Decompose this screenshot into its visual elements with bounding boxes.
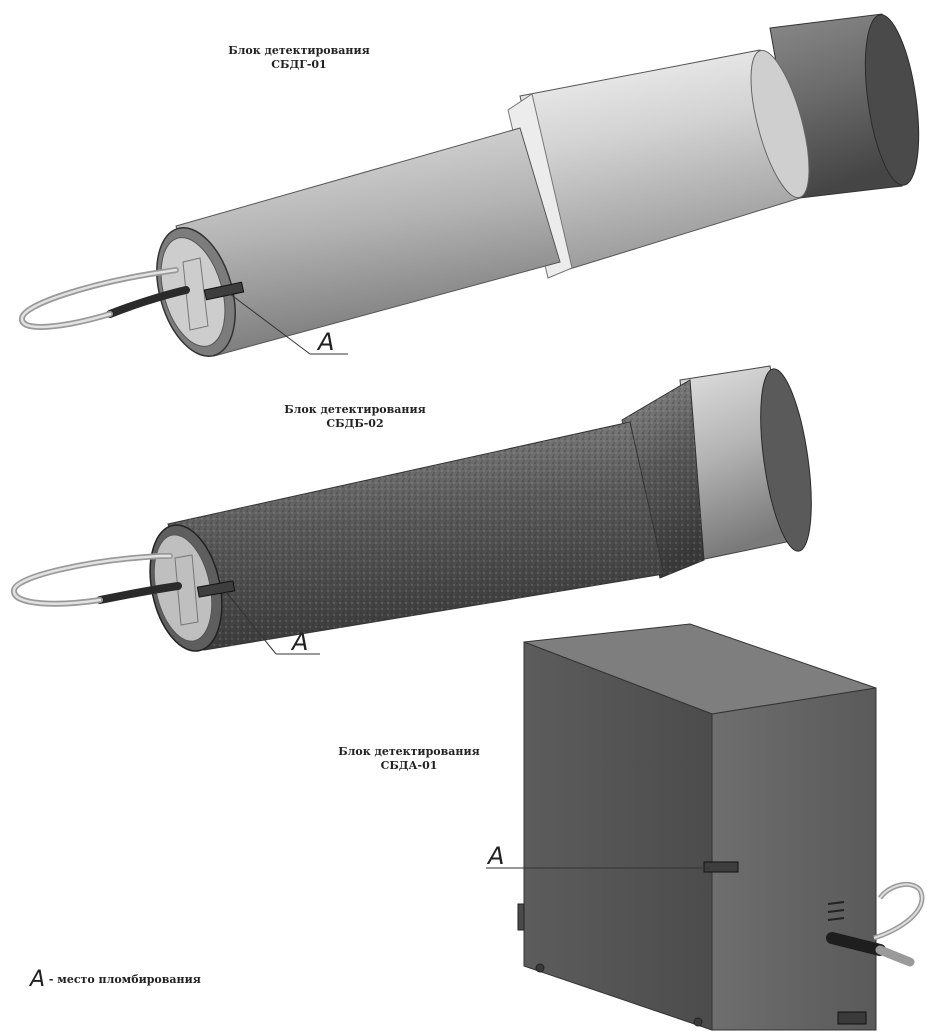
detector-sbdb02-drawing	[11, 365, 812, 655]
label-sbdb02-title: Блок детектирования	[284, 403, 426, 416]
detector-sbdg01-drawing	[19, 13, 920, 357]
label-sbda01-title: Блок детектирования	[338, 745, 480, 758]
legend: A - место пломбирования	[30, 967, 201, 992]
label-sbdg01: Блок детектирования СБДГ-01	[224, 44, 374, 72]
label-sbda01-model: СБДА-01	[380, 759, 438, 772]
label-sbdg01-model: СБДГ-01	[271, 58, 327, 71]
label-sbdb02-model: СБДБ-02	[326, 417, 384, 430]
legend-letter: A	[30, 967, 46, 992]
label-sbdb02: Блок детектирования СБДБ-02	[280, 403, 430, 431]
callout-a-sbdg01: A	[316, 328, 334, 356]
callout-a-sbda01: A	[486, 842, 504, 870]
legend-text: - место пломбирования	[48, 973, 201, 986]
label-sbda01: Блок детектирования СБДА-01	[334, 745, 484, 773]
detector-sbda01-drawing	[486, 623, 925, 1031]
label-sbdg01-title: Блок детектирования	[228, 44, 370, 57]
callout-a-sbdb02: A	[290, 628, 308, 656]
